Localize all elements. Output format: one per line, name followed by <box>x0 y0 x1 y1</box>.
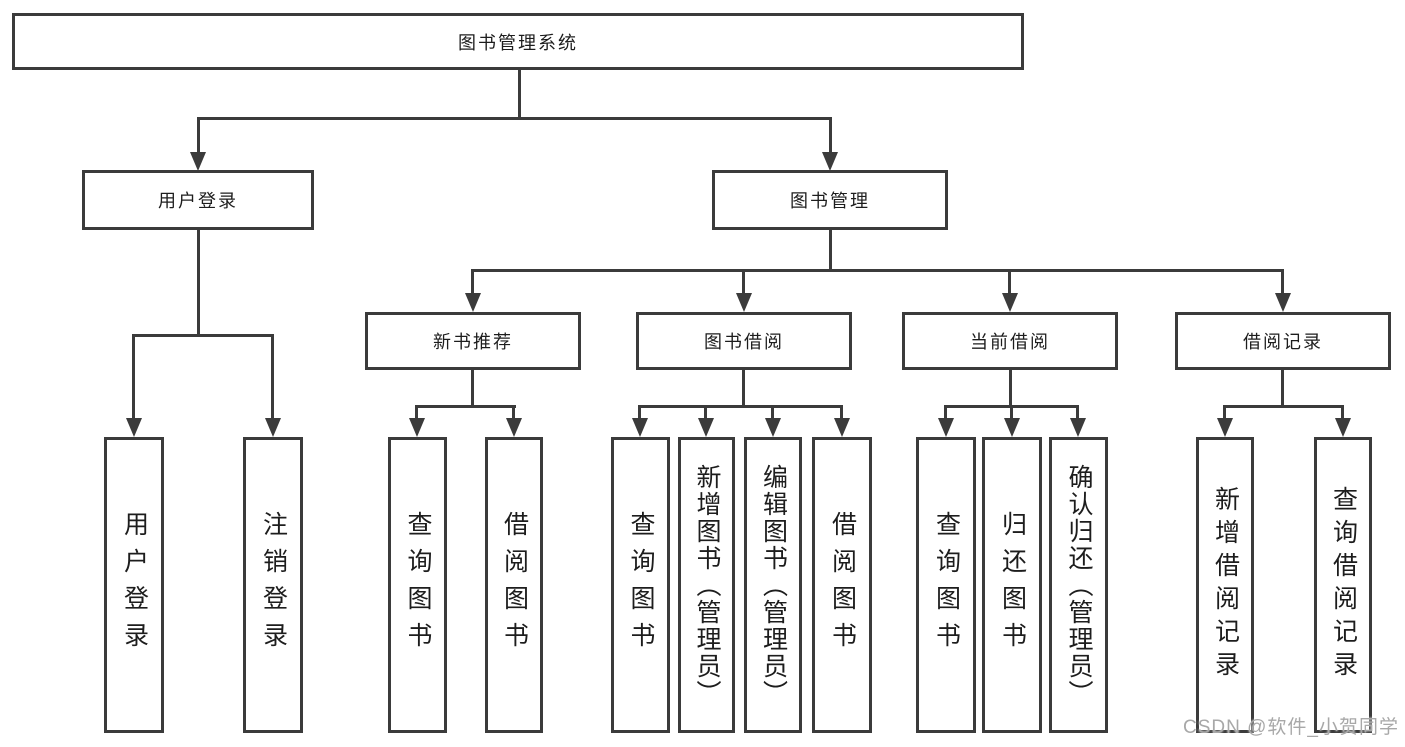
arrow-down-icon <box>834 418 850 437</box>
edge-book-borrow-stem <box>742 368 745 407</box>
csdn-watermark: CSDN @软件_小贺同学 <box>1183 717 1399 738</box>
leaf-label: 用户登录 <box>120 511 149 659</box>
leaf-add-book-admin: 新增图书（管理员） <box>678 437 735 733</box>
leaf-label: 借阅图书 <box>500 511 529 659</box>
node-label: 用户登录 <box>158 191 238 211</box>
edge-user-login-branch <box>132 334 274 337</box>
node-borrow-records: 借阅记录 <box>1175 312 1391 370</box>
edge-new-book-recommend-stem <box>471 368 474 407</box>
arrow-down-icon <box>1004 418 1020 437</box>
edge-current-borrow-stem <box>1009 368 1012 407</box>
edge-to-leaf <box>1076 405 1079 420</box>
edge-to-leaf <box>771 405 774 420</box>
arrow-down-icon <box>1335 418 1351 437</box>
edge-book-borrow-branch <box>638 405 842 408</box>
arrow-down-icon <box>822 152 838 171</box>
arrow-down-icon <box>1275 293 1291 312</box>
edge-to-leaf-user-login <box>132 334 135 420</box>
leaf-edit-book-admin: 编辑图书（管理员） <box>744 437 802 733</box>
edge-to-leaf <box>1223 405 1226 420</box>
edge-to-current-borrow <box>1008 269 1011 295</box>
edge-borrow-records-stem <box>1281 368 1284 407</box>
arrow-down-icon <box>506 418 522 437</box>
node-book-management: 图书管理 <box>712 170 948 230</box>
leaf-return-books: 归还图书 <box>982 437 1042 733</box>
edge-to-book-management <box>829 117 832 154</box>
leaf-label: 查询图书 <box>404 511 432 659</box>
arrow-down-icon <box>736 293 752 312</box>
arrow-down-icon <box>632 418 648 437</box>
leaf-label: 新增图书（管理员） <box>693 463 721 707</box>
leaf-label: 编辑图书（管理员） <box>759 463 788 707</box>
arrow-down-icon <box>409 418 425 437</box>
leaf-query-books-current: 查询图书 <box>916 437 976 733</box>
node-library-management-system: 图书管理系统 <box>12 13 1024 70</box>
node-label: 图书管理 <box>790 191 870 211</box>
leaf-confirm-return-admin: 确认归还（管理员） <box>1049 437 1108 733</box>
node-label: 图书管理系统 <box>458 32 578 53</box>
leaf-label: 确认归还（管理员） <box>1065 463 1093 707</box>
node-label: 借阅记录 <box>1243 332 1323 352</box>
arrow-down-icon <box>1002 293 1018 312</box>
node-new-book-recommend: 新书推荐 <box>365 312 581 370</box>
edge-root-stem <box>518 69 521 118</box>
edge-to-leaf <box>512 405 515 420</box>
leaf-borrow-books-recommend: 借阅图书 <box>485 437 543 733</box>
node-book-borrow: 图书借阅 <box>636 312 852 370</box>
edge-user-login-stem <box>197 228 200 335</box>
arrow-down-icon <box>190 152 206 171</box>
arrow-down-icon <box>765 418 781 437</box>
leaf-label: 借阅图书 <box>828 511 857 659</box>
edge-to-leaf <box>638 405 641 420</box>
edge-to-leaf <box>944 405 947 420</box>
edge-to-user-login <box>197 117 200 154</box>
edge-to-book-borrow <box>742 269 745 295</box>
leaf-label: 查询图书 <box>932 511 961 659</box>
edge-to-leaf-logout <box>271 334 274 420</box>
leaf-label: 查询图书 <box>627 511 655 659</box>
node-user-login: 用户登录 <box>82 170 314 230</box>
node-label: 当前借阅 <box>970 332 1050 352</box>
leaf-label: 新增借阅记录 <box>1211 486 1240 684</box>
leaf-borrow-books: 借阅图书 <box>812 437 872 733</box>
edge-borrow-records-branch <box>1223 405 1343 408</box>
arrow-down-icon <box>938 418 954 437</box>
node-label: 新书推荐 <box>433 332 513 352</box>
edge-book-management-stem <box>829 228 832 270</box>
leaf-logout: 注销登录 <box>243 437 303 733</box>
arrow-down-icon <box>1070 418 1086 437</box>
node-label: 图书借阅 <box>704 332 784 352</box>
leaf-query-borrow-record: 查询借阅记录 <box>1314 437 1372 733</box>
node-current-borrow: 当前借阅 <box>902 312 1118 370</box>
edge-to-leaf <box>704 405 707 420</box>
leaf-query-books-borrow: 查询图书 <box>611 437 670 733</box>
edge-to-leaf <box>1010 405 1013 420</box>
arrow-down-icon <box>1217 418 1233 437</box>
edge-to-borrow-records <box>1281 269 1284 295</box>
arrow-down-icon <box>465 293 481 312</box>
edge-to-leaf <box>1341 405 1344 420</box>
leaf-add-borrow-record: 新增借阅记录 <box>1196 437 1254 733</box>
leaf-label: 注销登录 <box>259 511 288 659</box>
edge-to-new-book-recommend <box>471 269 474 295</box>
leaf-query-books-recommend: 查询图书 <box>388 437 447 733</box>
edge-to-leaf <box>415 405 418 420</box>
leaf-label: 查询借阅记录 <box>1329 486 1358 684</box>
edge-root-branch <box>197 117 832 120</box>
edge-book-management-branch <box>471 269 1284 272</box>
arrow-down-icon <box>698 418 714 437</box>
arrow-down-icon <box>126 418 142 437</box>
edge-new-book-recommend-branch <box>415 405 516 408</box>
leaf-user-login: 用户登录 <box>104 437 164 733</box>
leaf-label: 归还图书 <box>998 511 1027 659</box>
arrow-down-icon <box>265 418 281 437</box>
edge-to-leaf <box>840 405 843 420</box>
